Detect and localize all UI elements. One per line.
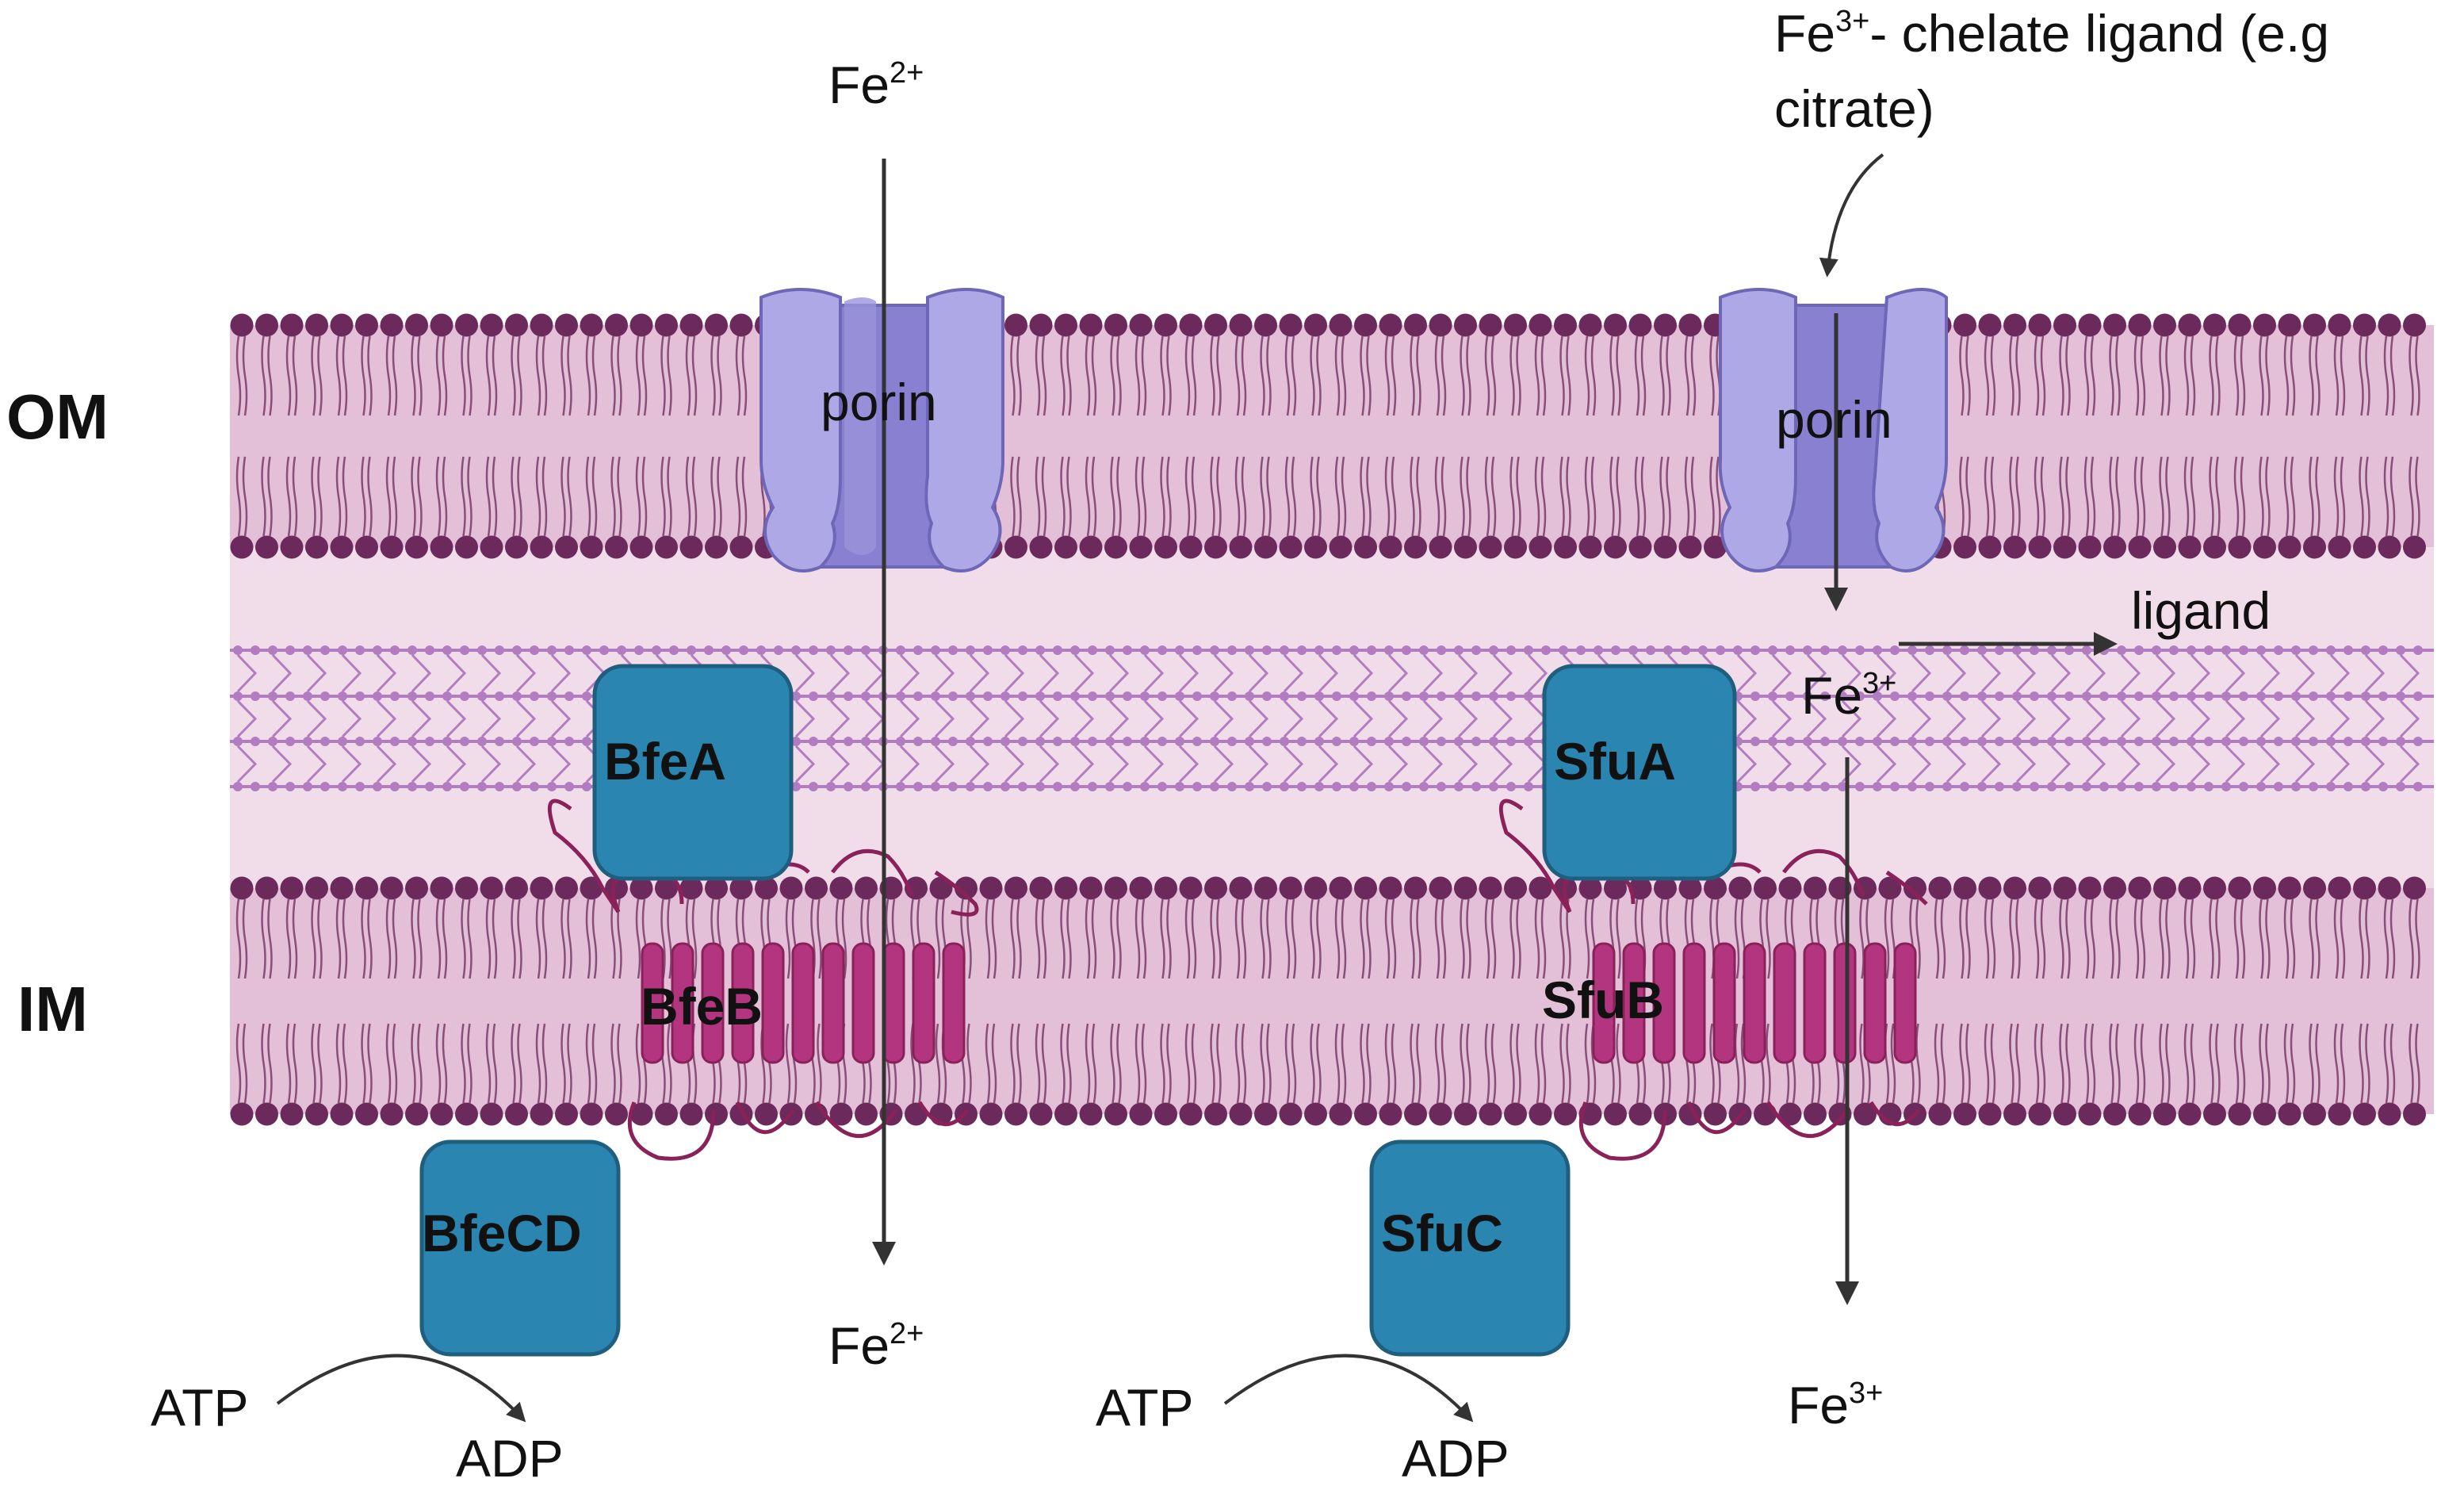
- sfub-permease: [1498, 799, 1928, 1161]
- bfecd-protein: [419, 1139, 621, 1357]
- bfecd-label: BfeCD: [422, 1204, 582, 1262]
- porin-right: [1718, 288, 1948, 573]
- fe3-bottom-label: Fe3+: [1788, 1376, 1883, 1434]
- inner-membrane-core: [230, 888, 2434, 1114]
- atp-hydrolysis-arrow-left: [276, 1354, 526, 1423]
- atp-hydrolysis-arrow-right: [1223, 1354, 1474, 1423]
- fe3-chelate-label: Fe3+- chelate ligand (e.g: [1774, 4, 2329, 63]
- sfuc-protein: [1369, 1139, 1571, 1357]
- fe2-bottom-label: Fe2+: [828, 1316, 924, 1375]
- adp-right-label: ADP: [1402, 1429, 1509, 1486]
- sfub-label: SfuB: [1542, 971, 1664, 1029]
- fe3-periplasm-label: Fe3+: [1801, 666, 1896, 725]
- sfua-protein: [1542, 664, 1737, 881]
- citrate-label: citrate): [1774, 79, 1934, 138]
- atp-left-label: ATP: [151, 1378, 248, 1437]
- bfea-label: BfeA: [604, 732, 726, 791]
- outer-membrane-core: [230, 325, 2434, 547]
- adp-left-label: ADP: [456, 1429, 564, 1486]
- atp-right-label: ATP: [1096, 1378, 1193, 1437]
- chelate-arrow: [1819, 153, 1884, 278]
- fe2-top-label: Fe2+: [828, 56, 924, 114]
- bfeb-label: BfeB: [641, 977, 763, 1036]
- porin-right-label: porin: [1776, 390, 1892, 449]
- sfua-label: SfuA: [1554, 732, 1676, 791]
- inner-membrane-label: IM: [17, 974, 88, 1044]
- outer-membrane-label: OM: [6, 381, 109, 452]
- bfeb-permease: [547, 799, 979, 1161]
- bfea-protein: [592, 664, 794, 881]
- ligand-label: ligand: [2131, 581, 2271, 640]
- porin-left-label: porin: [821, 373, 937, 431]
- sfuc-label: SfuC: [1381, 1204, 1503, 1262]
